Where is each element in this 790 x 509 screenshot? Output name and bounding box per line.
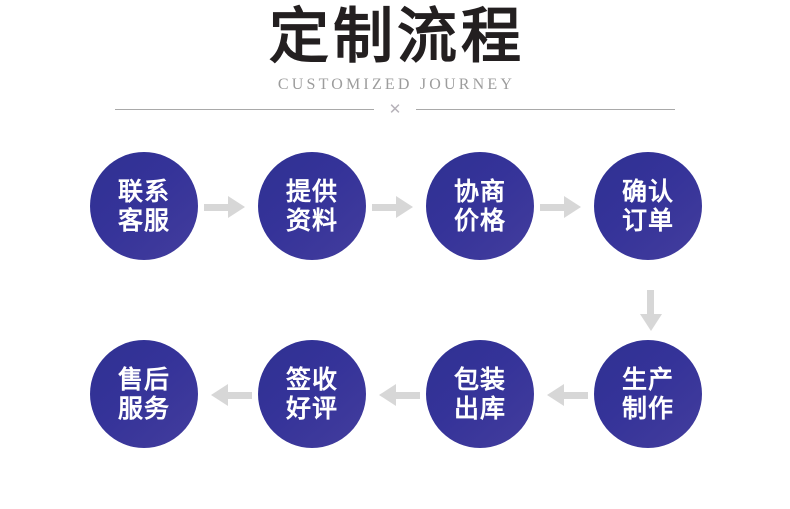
- divider-line-left: [115, 108, 374, 110]
- arrow-head: [228, 196, 245, 218]
- arrow-head: [379, 384, 396, 406]
- page-title: 定制流程: [269, 2, 525, 72]
- process-flow-diagram: 联系 客服 提供 资料 协商 价格 确认 订单: [0, 140, 790, 470]
- flow-step-label-line1: 确认: [621, 177, 674, 206]
- flow-step-production[interactable]: 生产 制作: [594, 340, 702, 448]
- page-header: 定制流程 CUSTOMIZED JOURNEY: [0, 0, 790, 96]
- arrow-head: [396, 196, 413, 218]
- arrow-shaft: [562, 392, 588, 399]
- flow-step-label-line1: 售后: [117, 365, 170, 394]
- flow-step-label-line2: 客服: [117, 206, 170, 235]
- arrow-left-icon: [366, 376, 426, 412]
- flow-step-packaging-shipping[interactable]: 包装 出库: [426, 340, 534, 448]
- arrow-right-icon: [534, 188, 594, 224]
- flow-step-provide-materials[interactable]: 提供 资料: [258, 152, 366, 260]
- arrow-head: [547, 384, 564, 406]
- arrow-head: [640, 314, 662, 331]
- flow-step-label-line2: 资料: [285, 206, 338, 235]
- flow-step-confirm-order[interactable]: 确认 订单: [594, 152, 702, 260]
- page-subtitle: CUSTOMIZED JOURNEY: [277, 76, 516, 93]
- flow-step-sign-and-review[interactable]: 签收 好评: [258, 340, 366, 448]
- arrow-left-icon: [534, 376, 594, 412]
- flow-step-label-line2: 出库: [453, 394, 506, 423]
- flow-step-label-line1: 包装: [453, 365, 506, 394]
- divider-line-right: [416, 108, 675, 110]
- flow-step-label-line2: 服务: [117, 394, 170, 423]
- arrow-head: [564, 196, 581, 218]
- arrow-right-icon: [198, 188, 258, 224]
- divider-cross-icon: ✕: [388, 100, 402, 118]
- flow-step-label-line1: 提供: [285, 177, 338, 206]
- flow-step-label-line1: 联系: [117, 177, 170, 206]
- arrow-shaft: [372, 204, 398, 211]
- arrow-down-icon: [636, 290, 666, 336]
- arrow-shaft: [226, 392, 252, 399]
- arrow-head: [211, 384, 228, 406]
- arrow-shaft: [647, 290, 654, 316]
- flow-step-label-line1: 协商: [453, 177, 506, 206]
- arrow-shaft: [204, 204, 230, 211]
- flow-step-label-line2: 好评: [285, 394, 338, 423]
- flow-step-after-sales-service[interactable]: 售后 服务: [90, 340, 198, 448]
- flow-step-label-line1: 签收: [285, 365, 338, 394]
- flow-step-label-line2: 制作: [621, 394, 674, 423]
- flow-row-2: 售后 服务 签收 好评 包装 出库 生产 制作: [0, 338, 790, 450]
- arrow-right-icon: [366, 188, 426, 224]
- flow-row-1: 联系 客服 提供 资料 协商 价格 确认 订单: [0, 150, 790, 262]
- flow-step-label-line2: 价格: [453, 206, 506, 235]
- arrow-left-icon: [198, 376, 258, 412]
- flow-step-label-line1: 生产: [621, 365, 674, 394]
- flow-step-contact-service[interactable]: 联系 客服: [90, 152, 198, 260]
- arrow-shaft: [394, 392, 420, 399]
- flow-step-negotiate-price[interactable]: 协商 价格: [426, 152, 534, 260]
- flow-step-label-line2: 订单: [621, 206, 674, 235]
- title-divider: ✕: [115, 100, 675, 118]
- arrow-shaft: [540, 204, 566, 211]
